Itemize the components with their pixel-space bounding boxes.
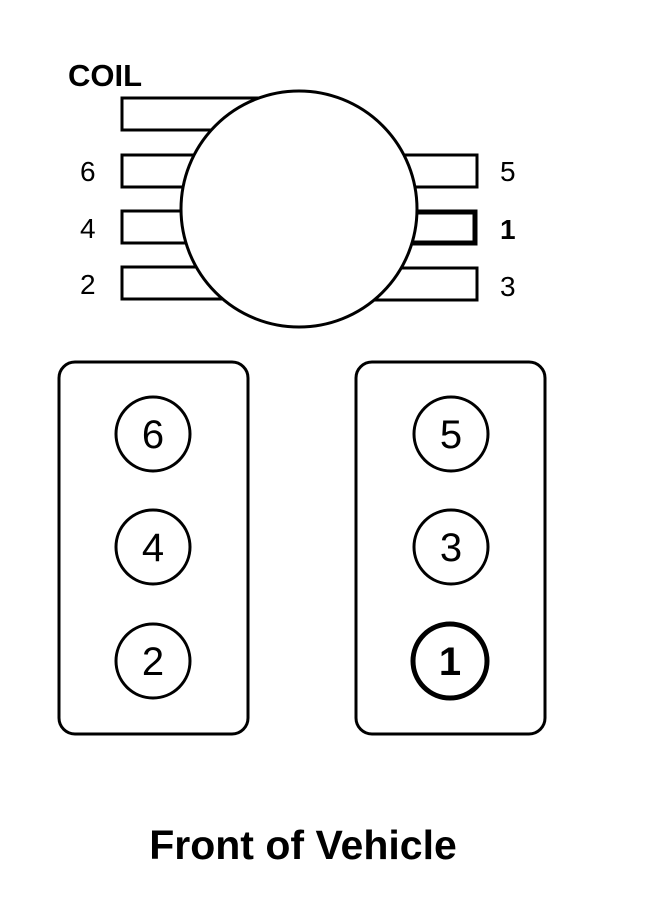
cylinder-1 <box>410 621 490 701</box>
cylinder-bank-right: 5 3 1 <box>354 360 547 736</box>
cylinder-label-4: 4 <box>142 526 164 570</box>
cylinder-bank-left: 6 4 2 <box>57 360 250 736</box>
cylinder-2 <box>114 622 192 700</box>
terminal-label-2: 2 <box>80 269 96 300</box>
terminal-label-1: 1 <box>500 214 516 245</box>
terminal-label-5: 5 <box>500 156 516 187</box>
terminal-label-4: 4 <box>80 213 96 244</box>
cylinder-3 <box>412 508 490 586</box>
cylinder-5 <box>412 395 490 473</box>
coil-body <box>179 89 419 329</box>
front-of-vehicle-label: Front of Vehicle <box>149 822 457 868</box>
cylinder-6 <box>114 395 192 473</box>
terminal-label-6: 6 <box>80 156 96 187</box>
terminal-label-3: 3 <box>500 271 516 302</box>
coil-label: COIL <box>68 58 142 93</box>
cylinder-label-2: 2 <box>142 640 164 684</box>
cylinder-label-3: 3 <box>440 526 462 570</box>
cylinder-4 <box>114 508 192 586</box>
cylinder-label-5: 5 <box>440 413 462 457</box>
cylinder-label-6: 6 <box>142 413 164 457</box>
cylinder-label-1: 1 <box>439 640 461 684</box>
